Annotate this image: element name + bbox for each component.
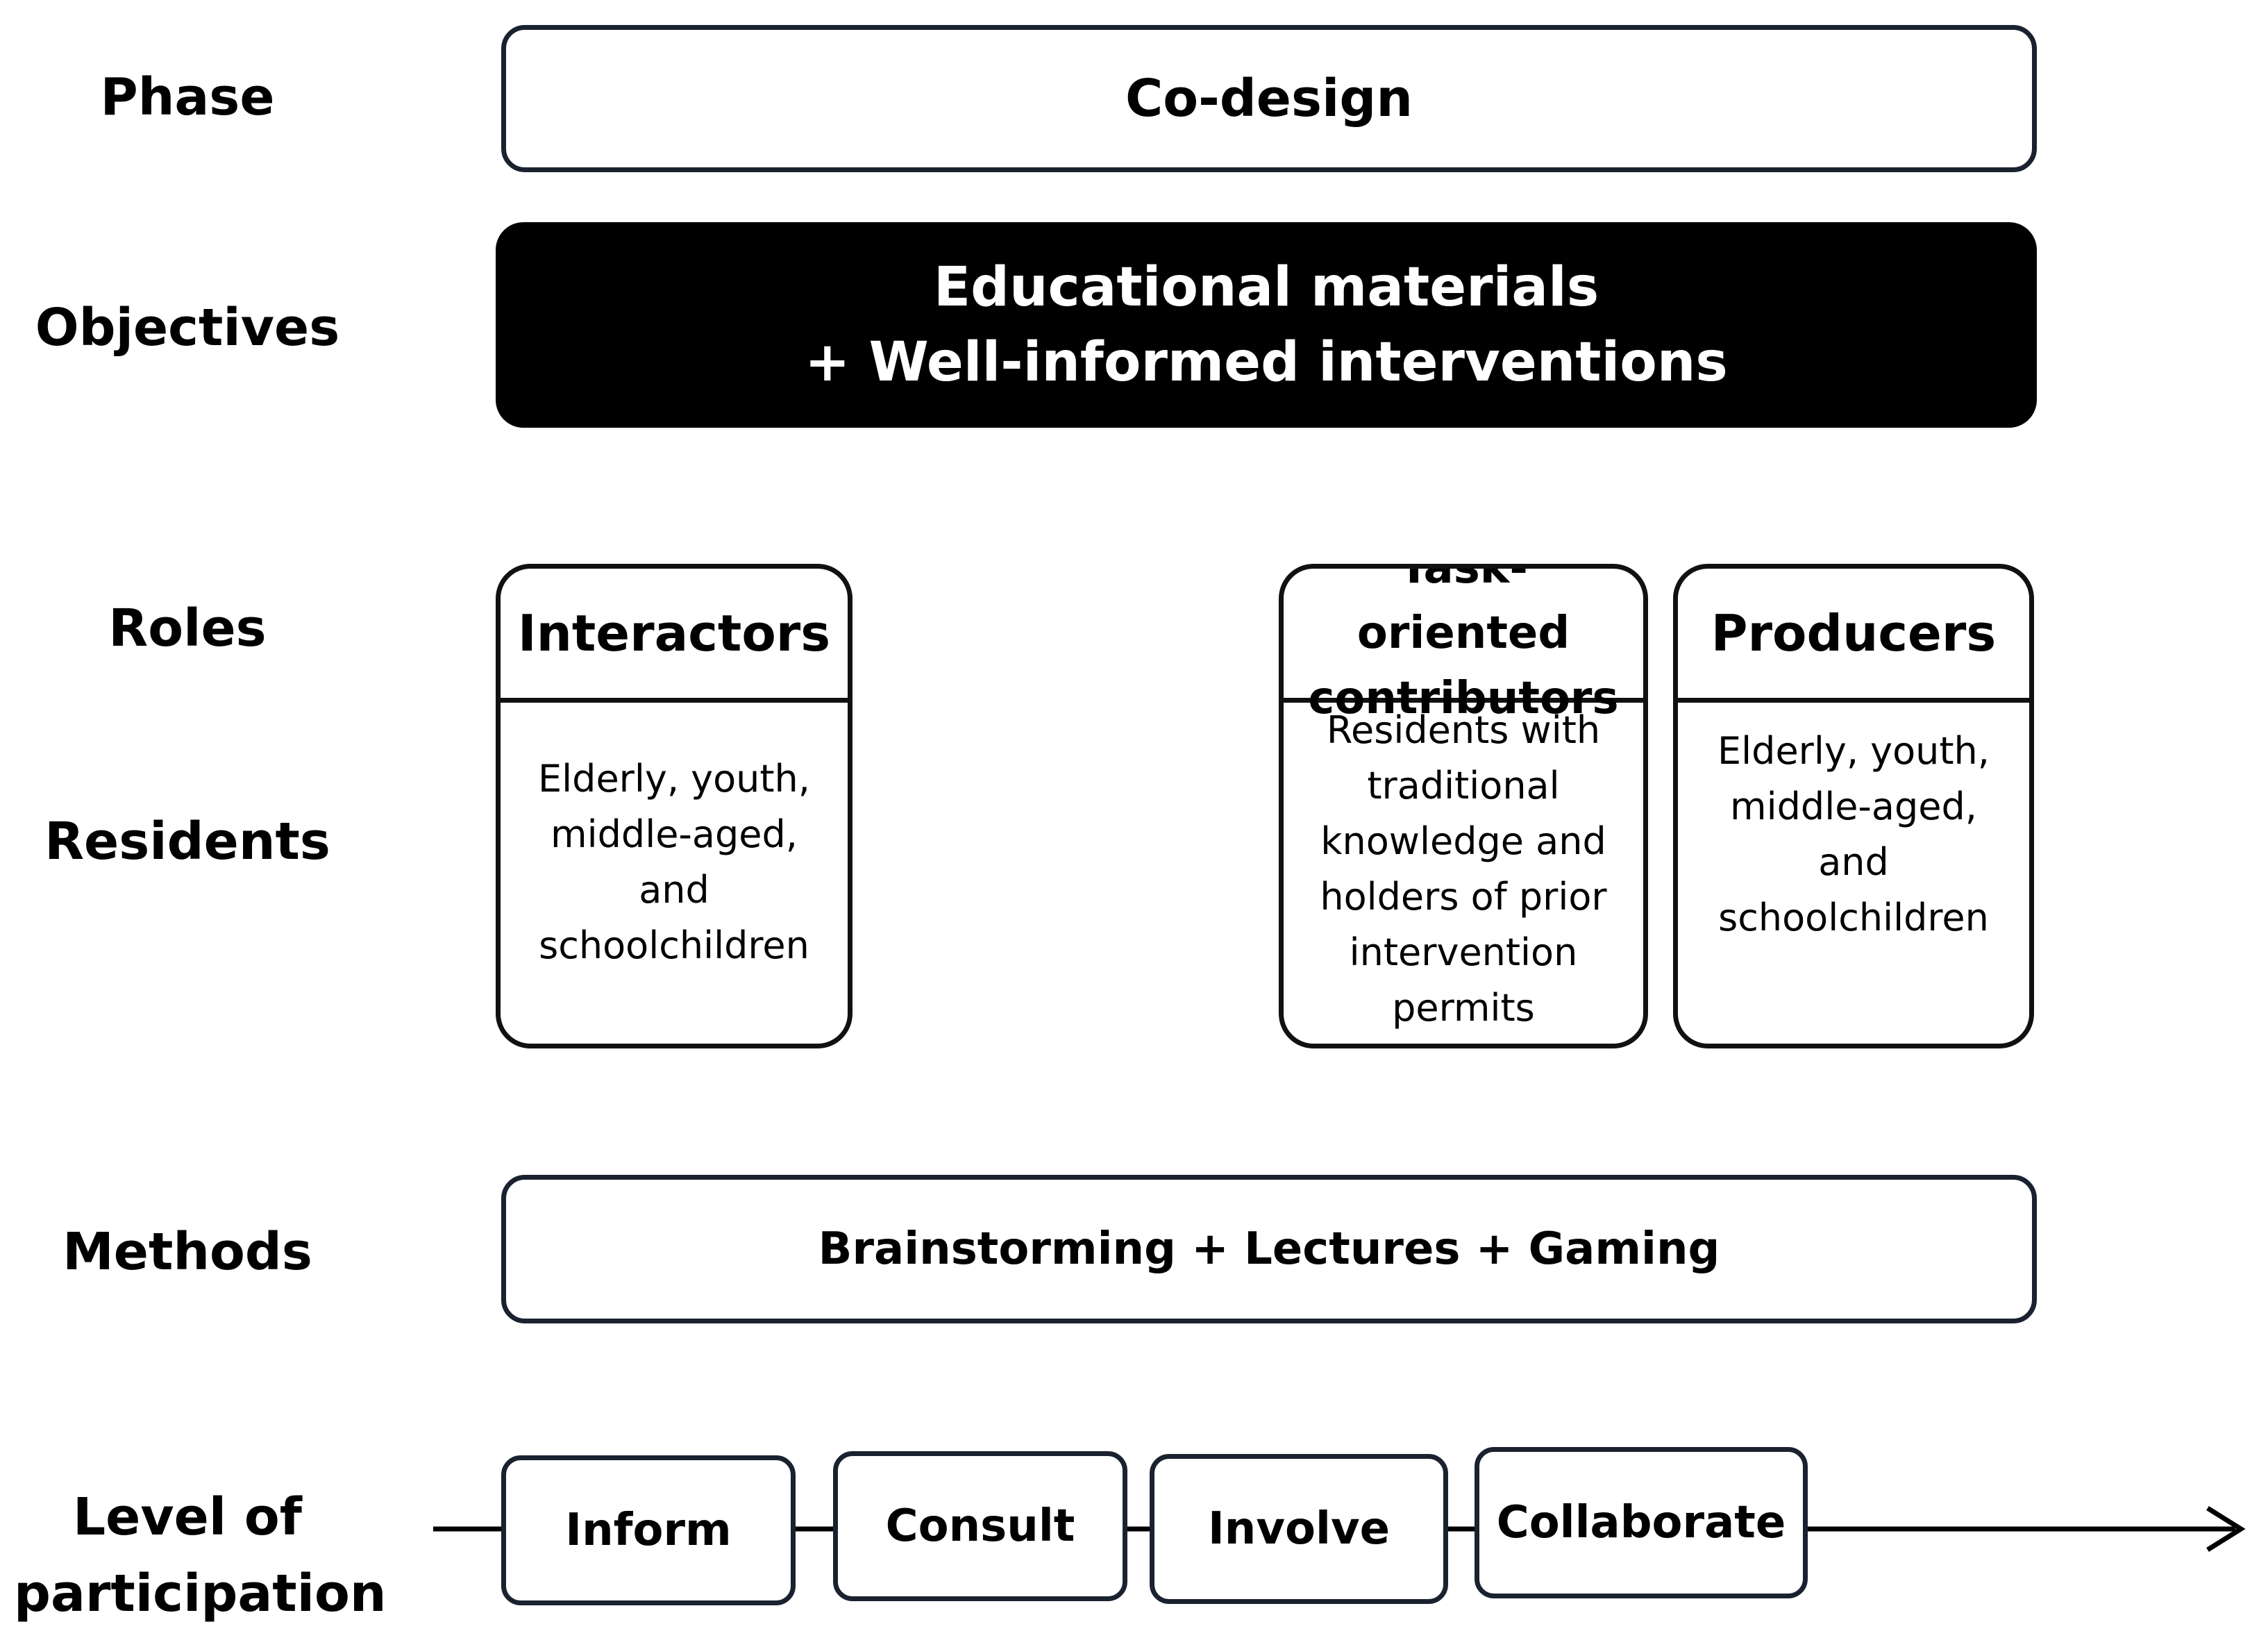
methods-box-label: Brainstorming + Lectures + Gaming: [818, 1223, 1720, 1275]
role-card-interactors: Interactors Elderly, youth, middle-aged,…: [496, 564, 852, 1048]
phase-box-label: Co-design: [1125, 69, 1413, 128]
objectives-line-1: Educational materials: [933, 256, 1599, 319]
role-residents: Elderly, youth, middle-aged, and schoolc…: [1678, 703, 2029, 1044]
participation-axis-arrowhead: [2206, 1506, 2246, 1552]
phase-box: Co-design: [501, 25, 2037, 172]
role-title: Interactors: [501, 569, 848, 703]
row-label-roles: Roles: [108, 599, 267, 658]
objectives-line-2: + Well-informed interventions: [805, 331, 1728, 394]
role-title: Task-oriented contributors: [1284, 569, 1643, 724]
row-label-level-line1: Level of: [73, 1487, 302, 1547]
level-consult: Consult: [833, 1451, 1127, 1601]
level-involve: Involve: [1150, 1454, 1448, 1604]
role-title: Producers: [1678, 569, 2029, 703]
role-residents-text: Elderly, youth, middle-aged, and schoolc…: [538, 757, 810, 967]
row-label-phase: Phase: [100, 67, 275, 127]
role-card-task-oriented-contributors: Task-oriented contributors Residents wit…: [1279, 564, 1648, 1048]
row-label-objectives: Objectives: [35, 298, 340, 358]
role-residents: Residents with traditional knowledge and…: [1284, 703, 1643, 1044]
methods-box: Brainstorming + Lectures + Gaming: [501, 1175, 2037, 1323]
role-residents-text: Elderly, youth, middle-aged, and schoolc…: [1717, 729, 1990, 939]
objectives-box: Educational materials + Well-informed in…: [496, 222, 2037, 428]
level-inform: Inform: [501, 1455, 796, 1605]
role-card-producers: Producers Elderly, youth, middle-aged, a…: [1673, 564, 2034, 1048]
row-label-level-of-participation: Level of participation: [14, 1479, 387, 1632]
row-label-level-line2: participation: [14, 1564, 387, 1623]
role-residents-text: Residents with traditional knowledge and…: [1320, 708, 1607, 1030]
role-residents: Elderly, youth, middle-aged, and schoolc…: [501, 703, 848, 1044]
level-collaborate: Collaborate: [1475, 1447, 1808, 1598]
row-label-residents: Residents: [44, 812, 330, 871]
row-label-methods: Methods: [62, 1222, 312, 1282]
